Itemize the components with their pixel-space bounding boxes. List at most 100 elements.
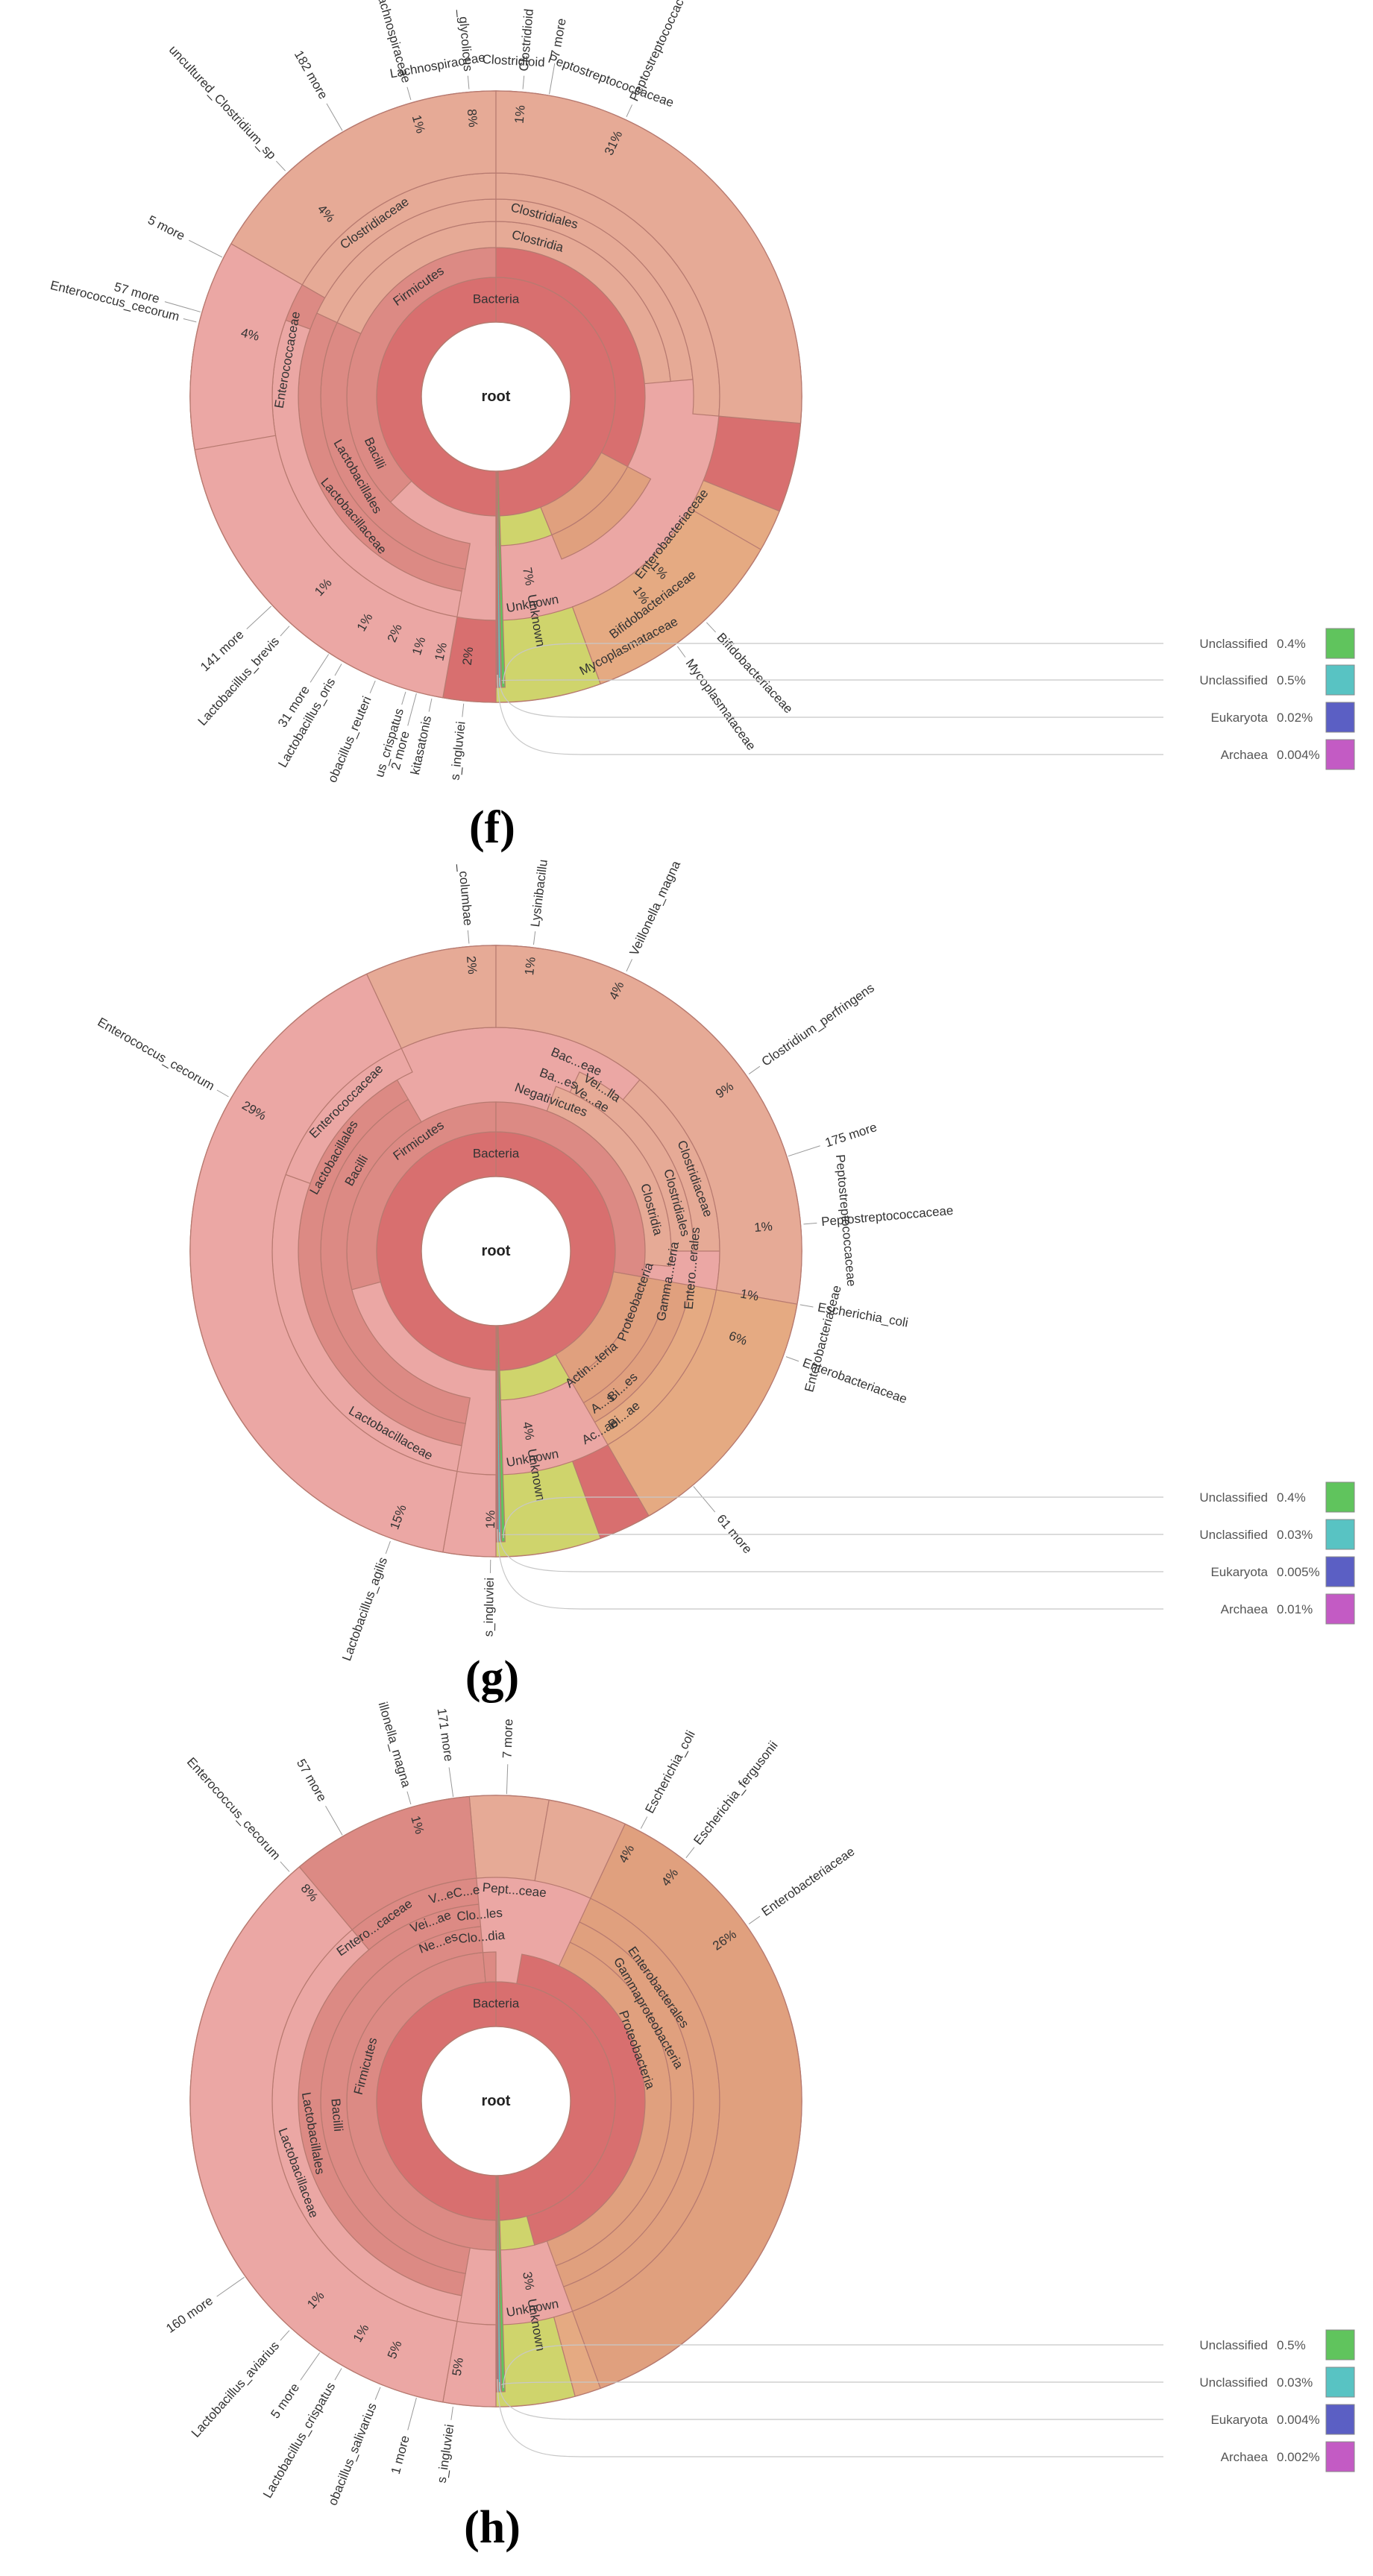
leaf-tick [803, 1222, 817, 1225]
legend-name: Archaea [1221, 2450, 1269, 2464]
legend-swatch [1325, 1556, 1355, 1587]
legend-swatch [1325, 2366, 1355, 2398]
legend-swatch [1325, 2404, 1355, 2435]
more-label: 5 more [268, 2381, 302, 2421]
legend-value: 0.4% [1277, 637, 1306, 651]
legend-leader [503, 2344, 1163, 2388]
ring-wedge [495, 945, 802, 1305]
ring-label: Bacteria [473, 1996, 520, 2010]
more-tick [549, 63, 556, 95]
leaf-tick [276, 160, 286, 171]
ring-label: Clostridioid [482, 52, 545, 69]
ring-wedge [298, 1795, 477, 1931]
legend-leader [503, 643, 1163, 684]
more-tick [216, 2276, 245, 2297]
legend-value: 0.01% [1277, 1602, 1313, 1616]
more-label: 5 more [145, 212, 187, 243]
leaf-percent: 7% [520, 566, 537, 587]
leaf-tick [450, 2406, 453, 2420]
more-tick [506, 1764, 509, 1795]
leaf-tick [462, 703, 465, 717]
center-hole [421, 1176, 571, 1326]
center-label: root [482, 1243, 511, 1259]
sliver-wedge [495, 2175, 497, 2393]
legend-leader [497, 2378, 1163, 2457]
ring-label: Bacteria [473, 1146, 520, 1160]
more-label: 175 more [823, 1120, 879, 1150]
more-tick [310, 654, 330, 683]
ring-wedge [607, 1289, 798, 1517]
legend-name: Eukaryota [1210, 711, 1268, 725]
leaf-label: Lysinibacillu [528, 859, 550, 928]
legend-value: 0.03% [1277, 1528, 1313, 1542]
more-tick [693, 1486, 716, 1513]
legend-value: 0.5% [1277, 2338, 1306, 2352]
more-tick [407, 2397, 417, 2431]
legend-name: Archaea [1221, 748, 1269, 762]
leaf-percent: 2% [460, 646, 476, 666]
legend-swatch [1325, 2329, 1355, 2361]
leaf-tick [280, 1861, 290, 1872]
sunburst-panel: rootBacteriaFirmicutesClostridiaClostrid… [49, 0, 1355, 784]
leaf-label: Lactobacillus_brevis [195, 634, 283, 728]
leaf-percent: 1% [753, 1219, 773, 1235]
center-label: root [482, 388, 511, 405]
ring-wedge [571, 1823, 802, 2390]
leaf-label: s_ingluviei [435, 2423, 457, 2484]
more-tick [164, 301, 201, 312]
leaf-label: Escherichia_coli [642, 1728, 697, 1816]
legend-value: 0.004% [1277, 2413, 1320, 2427]
legend-leader [503, 1496, 1163, 1538]
leaf-percent: 1% [739, 1286, 760, 1303]
leaf-label: obacillus_reuteri [325, 694, 374, 784]
legend-value: 0.005% [1277, 1565, 1320, 1579]
panel-label-h: (h) [464, 2502, 521, 2553]
leaf-tick [334, 664, 342, 676]
legend-swatch [1325, 739, 1355, 770]
more-tick [326, 103, 343, 131]
leaf-percent: 1% [483, 1510, 497, 1528]
ring-label: C...e [452, 1883, 480, 1900]
legend-name: Unclassified [1199, 673, 1268, 687]
leaf-tick [406, 1791, 412, 1805]
legend-leader [500, 1534, 1163, 1536]
more-label: 160 more [163, 2293, 216, 2336]
ring-wedge [189, 973, 458, 1553]
more-tick [300, 2352, 321, 2381]
leaf-label: Enterococcus_cecorum [184, 1754, 283, 1862]
more-label: 141 more [198, 627, 246, 674]
more-tick [407, 693, 417, 726]
legend-swatch [1325, 1481, 1355, 1513]
leaf-tick [467, 930, 470, 944]
leaf-tick [748, 1915, 761, 1924]
leaf-label: Escherichia_fergusonii [691, 1739, 780, 1848]
leaf-label: s_ingluviei [481, 1578, 496, 1637]
leaf-tick [748, 1065, 761, 1074]
leaf-tick [334, 2368, 342, 2381]
leaf-label: Veillonella_magna [627, 858, 684, 958]
ring-label: Bacilli [328, 2098, 345, 2132]
legend-name: Unclassified [1199, 637, 1268, 651]
legend-value: 0.02% [1277, 711, 1313, 725]
ring-label: Bacteria [473, 292, 520, 306]
more-label: 171 more [435, 1707, 456, 1763]
legend-leader [500, 679, 1163, 681]
leaf-tick [280, 626, 290, 637]
legend-value: 0.004% [1277, 748, 1320, 762]
more-label: 7 more [500, 1719, 516, 1759]
sunburst-panel: rootBacteriaFirmicutesBacilliLactobacill… [163, 1701, 1355, 2507]
leaf-label: Lactobacillus_agilis [339, 1555, 390, 1663]
leaf-label: Enterococcus_cecorum [95, 1015, 217, 1093]
leaf-label: Clostridium_perfringens [759, 980, 877, 1069]
leaf-tick [183, 318, 197, 323]
leaf-label: obacillus_salivarius [325, 2401, 379, 2507]
leaf-tick [216, 1089, 229, 1098]
legend-leader [499, 2381, 1163, 2420]
leaf-percent: 2% [464, 955, 480, 974]
more-tick [448, 1767, 454, 1798]
ring-wedge [189, 243, 304, 450]
legend-leader [500, 2381, 1163, 2386]
leaf-percent: 4% [520, 1420, 537, 1441]
leaf-tick [676, 646, 686, 658]
